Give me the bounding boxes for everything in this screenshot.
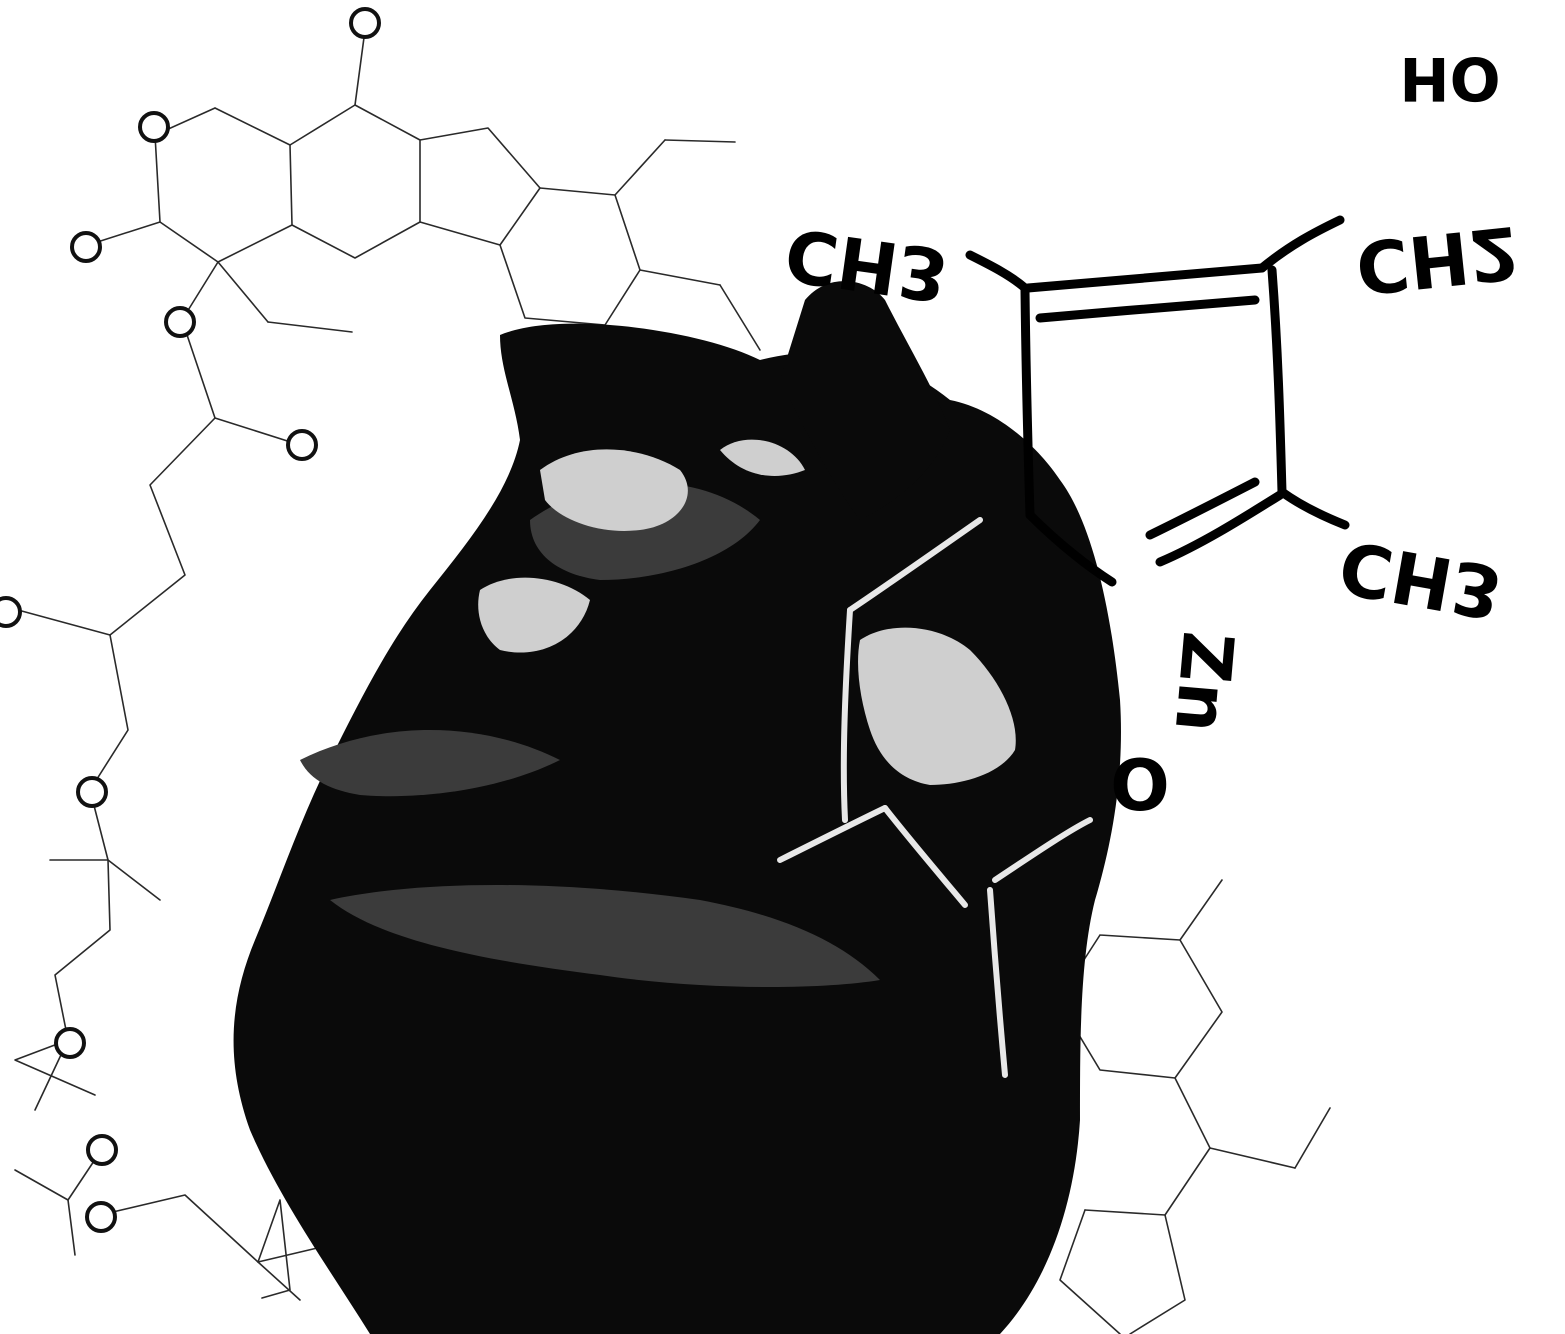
label-ch2: CH2 — [1352, 210, 1523, 311]
oxygen-atom-circle — [138, 111, 170, 143]
marker-stroke-over-hand — [987, 887, 1008, 1078]
oxygen-atom-circle — [86, 1134, 118, 1166]
finger-highlight — [478, 577, 590, 653]
thumbnail-highlight — [858, 627, 1016, 785]
molecule-icon — [0, 7, 1331, 1334]
oxygen-atom-circle — [85, 1201, 117, 1233]
hand-icon — [233, 281, 1121, 1334]
label-o: O — [1110, 745, 1170, 827]
marker-stroke — [965, 250, 1030, 293]
oxygen-atom-circle — [0, 596, 22, 628]
oxygen-atom-circle — [76, 776, 108, 808]
marker-pen-icon — [780, 281, 950, 520]
label-zn: Zn — [1159, 628, 1249, 735]
marker-stroke — [1267, 265, 1287, 497]
label-ho: HO — [1399, 43, 1500, 113]
hand-midtone — [300, 730, 560, 797]
marker-stroke — [1155, 490, 1285, 567]
marker-stroke-over-hand — [840, 607, 853, 823]
marker-stroke-over-hand — [777, 805, 888, 863]
marker-stroke — [1257, 215, 1345, 273]
marker-stroke — [1025, 510, 1117, 587]
marker-stroke — [1035, 295, 1260, 323]
marker-stroke — [1020, 285, 1035, 520]
oxygen-atoms — [0, 7, 381, 1233]
oxygen-atom-circle — [54, 1027, 86, 1059]
marker-stroke-over-hand — [847, 517, 983, 613]
oxygen-atom-circle — [164, 306, 196, 338]
marker-stroke-over-hand — [992, 817, 1093, 883]
marker-drawing — [777, 215, 1350, 1078]
oxygen-atom-circle — [349, 7, 381, 39]
oxygen-atom-circle — [70, 231, 102, 263]
hand-midtone — [330, 885, 880, 987]
marker-stroke-over-hand — [882, 805, 968, 908]
finger-highlight — [720, 439, 805, 476]
marker-stroke — [1145, 477, 1260, 540]
finger-highlight — [540, 449, 688, 531]
marker-stroke — [1023, 263, 1267, 293]
label-ch3-right: CH3 — [1333, 524, 1508, 635]
marker-stroke — [1277, 487, 1350, 530]
oxygen-atom-circle — [286, 429, 318, 461]
